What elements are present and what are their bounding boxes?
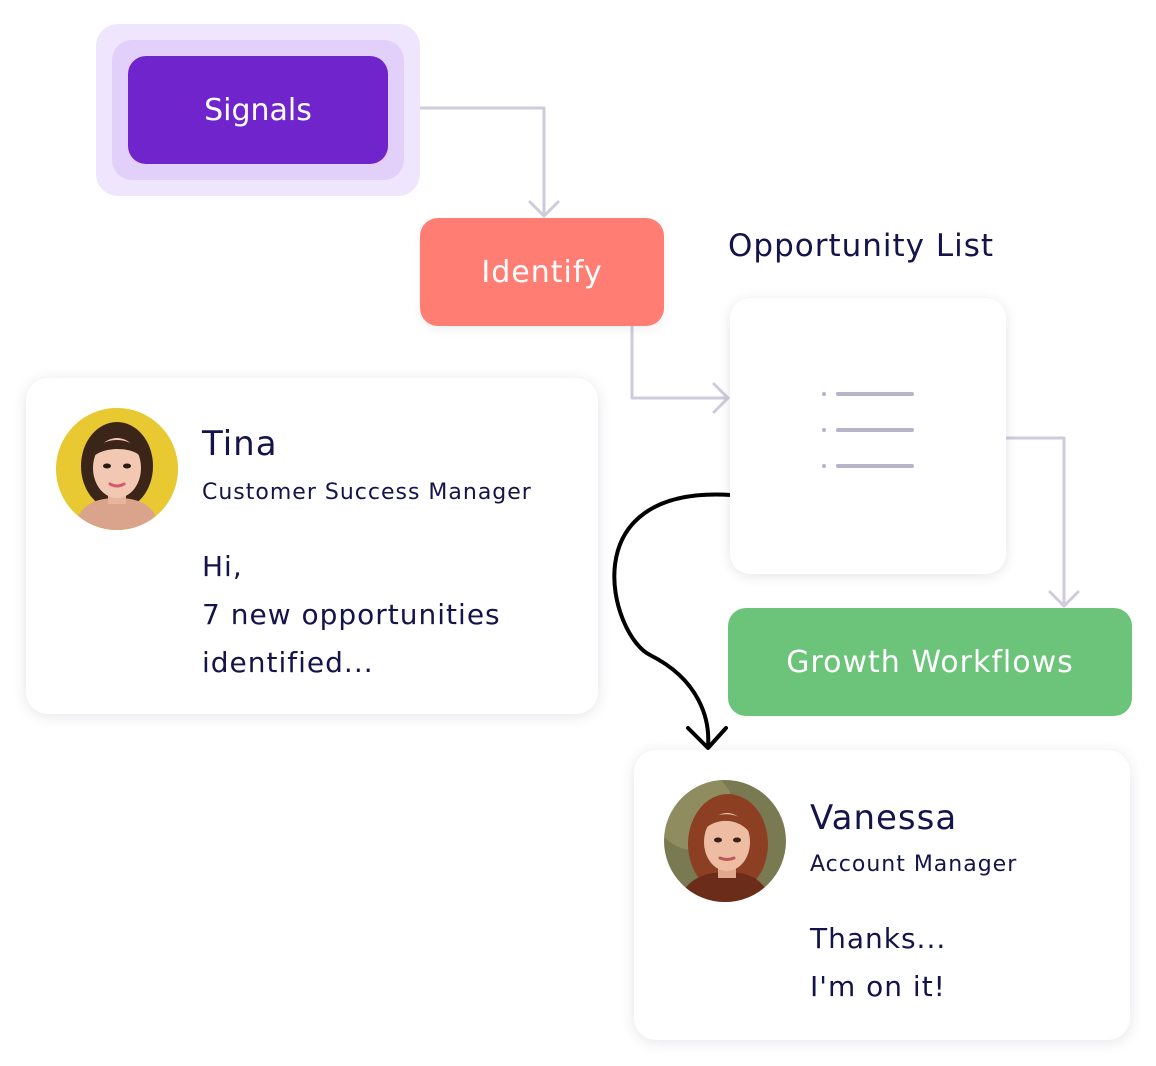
opportunity-list-card[interactable]: [730, 298, 1006, 574]
vanessa-role: Account Manager: [810, 852, 1018, 877]
connector-signals-identify: [418, 106, 546, 218]
tina-message-line: identified...: [202, 646, 374, 679]
identify-node[interactable]: Identify: [420, 218, 664, 326]
arrowhead-identify: [528, 200, 560, 218]
tina-avatar: [56, 408, 178, 530]
arrowhead-opportunity: [712, 382, 730, 414]
connector-opportunity-growth: [1004, 436, 1066, 608]
tina-role: Customer Success Manager: [202, 480, 532, 505]
tina-message-line: 7 new opportunities: [202, 598, 501, 631]
list-icon: [822, 392, 914, 474]
curved-arrow-icon: [612, 492, 733, 750]
vanessa-message-line: Thanks...: [810, 922, 947, 955]
tina-message-card: Tina Customer Success Manager Hi, 7 new …: [26, 378, 598, 714]
opportunity-list-title: Opportunity List: [728, 228, 995, 264]
signals-node[interactable]: Signals: [128, 56, 388, 164]
tina-name: Tina: [202, 424, 278, 464]
vanessa-avatar: [664, 780, 786, 902]
arrowhead-growth: [1048, 590, 1080, 608]
vanessa-name: Vanessa: [810, 798, 958, 838]
vanessa-message-line: I'm on it!: [810, 970, 946, 1003]
growth-workflows-node[interactable]: Growth Workflows: [728, 608, 1132, 716]
vanessa-message-card: Vanessa Account Manager Thanks... I'm on…: [634, 750, 1130, 1040]
tina-message-line: Hi,: [202, 550, 243, 583]
connector-identify-opportunity: [630, 324, 730, 400]
